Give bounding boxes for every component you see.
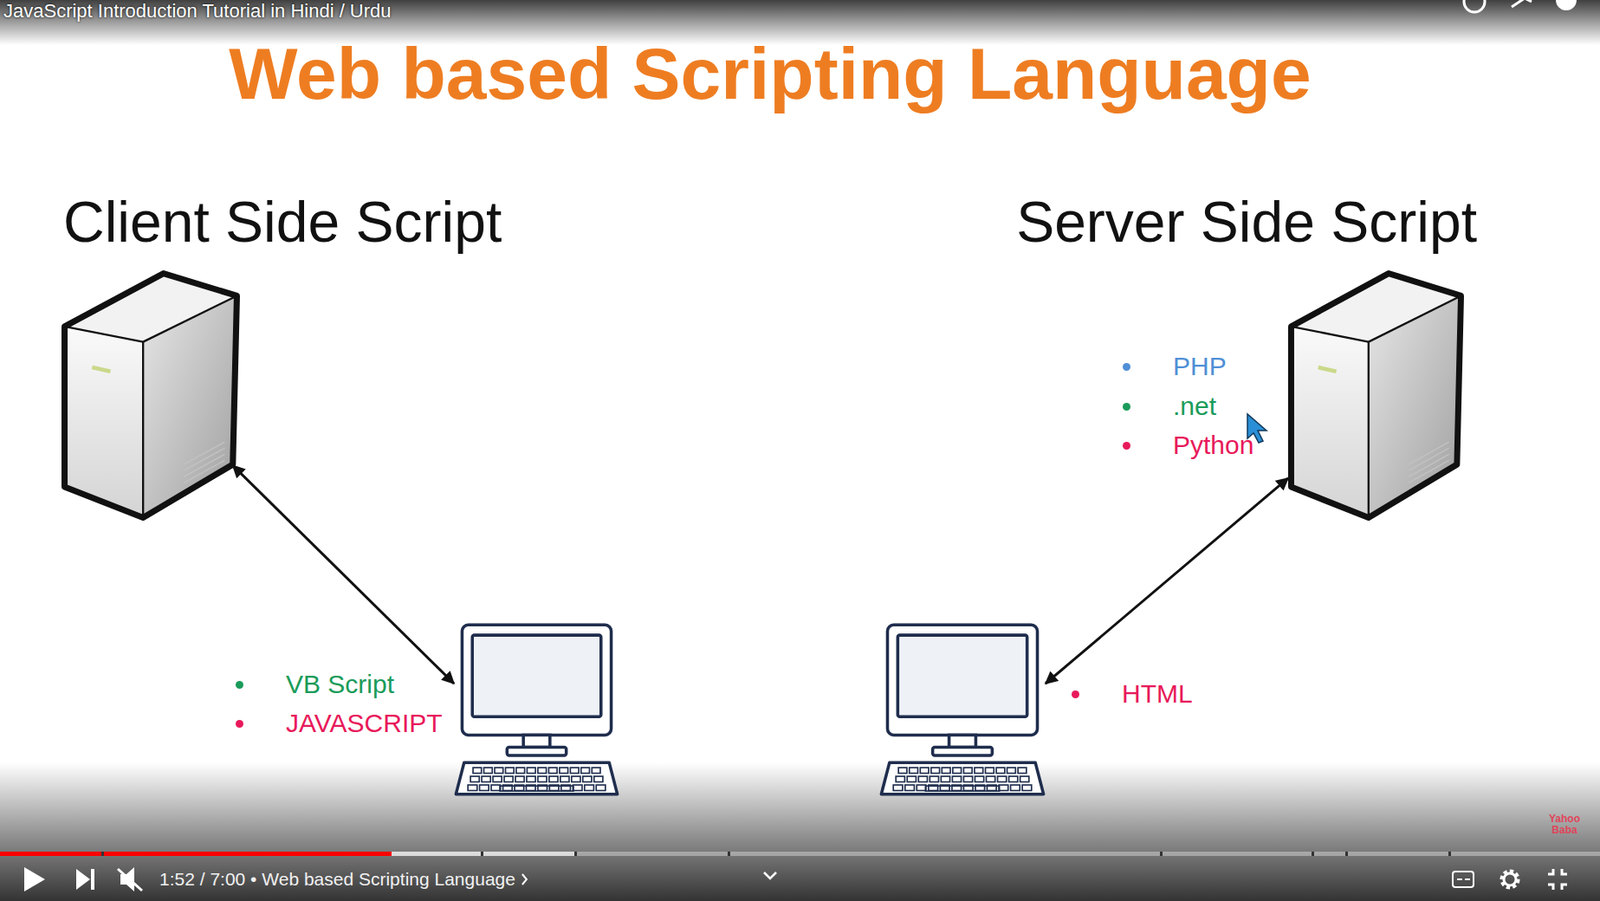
server-node: Server Side ScriptPHP.netPython xyxy=(1288,270,1464,521)
server-icon xyxy=(61,270,240,521)
time-chapter: 1:52 / 7:00 • Web based Scripting Langua… xyxy=(159,868,516,890)
bullet-dot xyxy=(235,680,244,689)
bottom-shade xyxy=(0,762,1600,901)
bullet-dot xyxy=(1122,402,1131,411)
language-item: HTML xyxy=(1121,678,1193,710)
language-item: .net xyxy=(1172,390,1217,422)
computer-node: VB ScriptJAVASCRIPT xyxy=(453,622,620,797)
chapter-chevron xyxy=(522,874,527,885)
settings-icon xyxy=(1502,871,1518,888)
computer-node: HTML xyxy=(879,622,1046,797)
progress-bar xyxy=(0,851,1600,856)
fullscreen-icon xyxy=(1548,868,1568,890)
language-item: JAVASCRIPT xyxy=(285,707,443,739)
diagram-title: Web based Scripting Language xyxy=(228,30,1311,118)
language-item: VB Script xyxy=(285,668,395,700)
server-icon xyxy=(1288,270,1464,521)
watermark: Yahoo Baba xyxy=(1544,813,1585,836)
computer-icon xyxy=(879,622,1046,797)
double-arrow xyxy=(233,465,454,684)
double-arrow xyxy=(1045,478,1289,684)
bullet-dot xyxy=(235,719,244,728)
next-icon xyxy=(76,868,95,890)
captions-icon xyxy=(1452,871,1474,888)
server-node: Client Side Script xyxy=(61,270,240,521)
top-icons xyxy=(1463,0,1577,13)
bullet-dot xyxy=(1071,690,1080,699)
computer-icon xyxy=(453,622,620,797)
play-icon xyxy=(24,867,46,892)
section-heading: Server Side Script xyxy=(1016,187,1477,257)
section-heading: Client Side Script xyxy=(63,187,502,257)
mute-icon xyxy=(117,867,143,892)
bullet-dot xyxy=(1122,362,1131,371)
video-title: JavaScript Introduction Tutorial in Hind… xyxy=(3,0,392,23)
bullet-dot xyxy=(1122,441,1131,450)
language-item: Python xyxy=(1172,429,1254,461)
expand-chevron xyxy=(764,872,777,879)
language-item: PHP xyxy=(1172,350,1227,383)
